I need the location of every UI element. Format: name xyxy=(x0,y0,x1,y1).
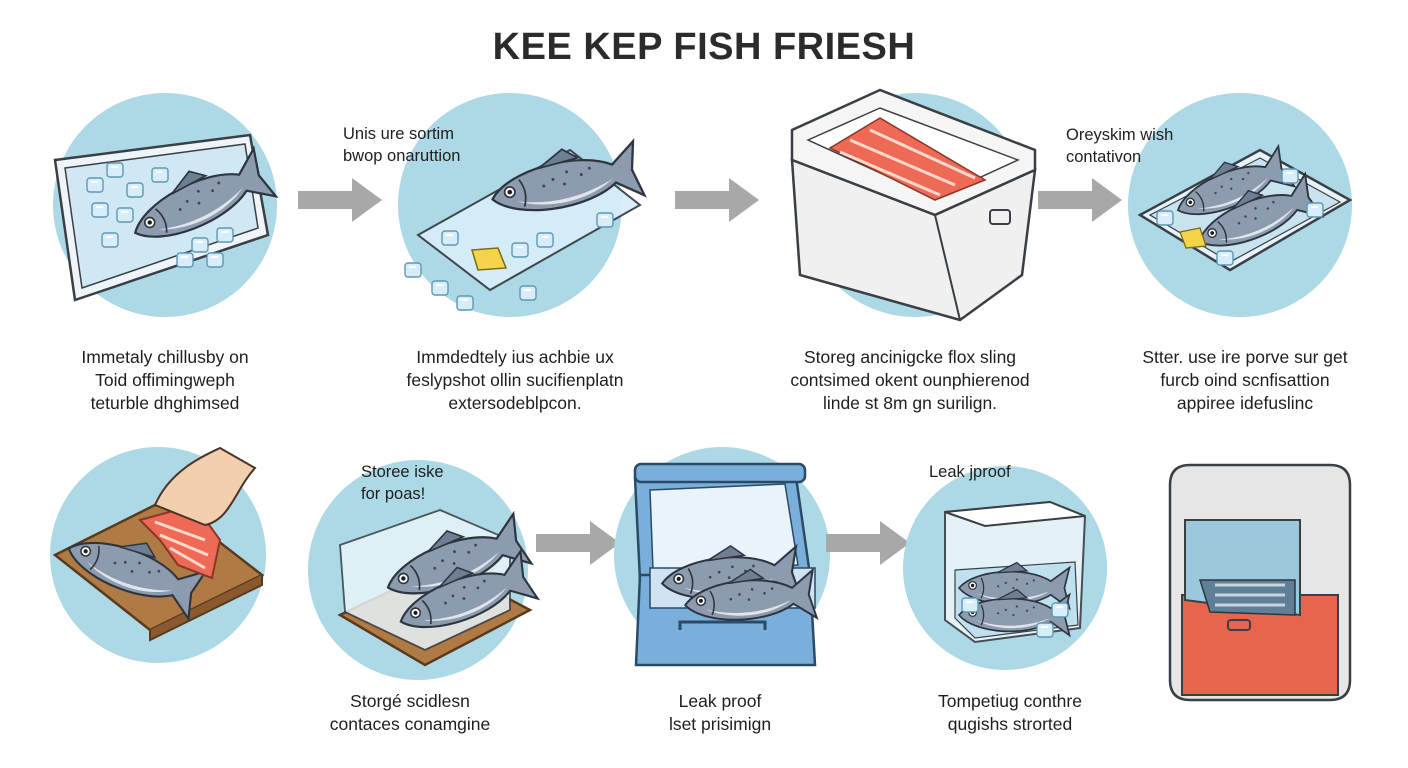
caption-line: Leak proof xyxy=(678,691,762,711)
flow-arrow xyxy=(826,521,910,565)
caption-line: Immetaly chillusby on xyxy=(81,347,249,367)
caption-line: teturble dhghimsed xyxy=(90,393,240,413)
flow-arrow xyxy=(1038,178,1122,222)
label-line: contativon xyxy=(1066,148,1142,166)
step-caption: Leak proof lset prisimign xyxy=(620,690,820,736)
glass-dish-illustration xyxy=(1128,93,1353,317)
step-caption: Storgé scidlesn contaces conamgine xyxy=(310,690,510,736)
caption-line: appiree idefuslinc xyxy=(1176,393,1314,413)
step-caption: Immdedtely ius achbie ux feslypshot olli… xyxy=(375,346,655,415)
step-caption: Stter. use ire porve sur get furcb oind … xyxy=(1100,346,1390,415)
caption-line: contsimed okent ounphierenod xyxy=(790,370,1030,390)
caption-line: qugishs strorted xyxy=(947,714,1073,734)
step-label: Unis ure sortim bwop onaruttion xyxy=(343,123,460,167)
caption-line: Storeg ancinigcke flox sling xyxy=(803,347,1017,367)
caption-line: Stter. use ire porve sur get xyxy=(1142,347,1348,367)
caption-line: contaces conamgine xyxy=(329,714,491,734)
step-caption: Storeg ancinigcke flox sling contsimed o… xyxy=(760,346,1060,415)
filleting-illustration xyxy=(50,446,266,663)
caption-line: linde st 8m gn surilign. xyxy=(822,393,998,413)
step-label: Leak jproof xyxy=(929,461,1011,483)
storage-bin-illustration xyxy=(790,88,1037,322)
ice-tray-illustration xyxy=(53,93,278,317)
step-caption: Tompetiug conthre qugishs strorted xyxy=(910,690,1110,736)
label-line: bwop onaruttion xyxy=(343,147,461,165)
freezer-illustration xyxy=(1168,463,1352,702)
step-label: Storee iske for poas! xyxy=(361,461,444,505)
step-caption: Immetaly chillusby on Toid offimingweph … xyxy=(30,346,300,415)
page-title: KEE KEP FISH FRIESH xyxy=(492,26,916,68)
label-line: Unis ure sortim xyxy=(343,125,454,143)
label-line: Leak jproof xyxy=(929,463,1011,481)
leak-proof-container-illustration xyxy=(903,466,1107,670)
caption-line: Immdedtely ius achbie ux xyxy=(416,347,614,367)
label-line: Storee iske xyxy=(361,463,444,481)
blue-cooler-illustration xyxy=(614,447,830,667)
flow-arrow xyxy=(536,521,620,565)
container-on-board-illustration xyxy=(308,460,539,680)
fish-board-illustration xyxy=(398,93,646,317)
step-label: Oreyskim wish contativon xyxy=(1066,124,1173,168)
label-line: for poas! xyxy=(361,485,426,503)
caption-line: furcb oind scnfisattion xyxy=(1160,370,1330,390)
caption-line: Tompetiug conthre xyxy=(938,691,1082,711)
caption-line: Toid offimingweph xyxy=(95,370,235,390)
caption-line: Storgé scidlesn xyxy=(350,691,470,711)
caption-line: lset prisimign xyxy=(668,714,772,734)
label-line: Oreyskim wish xyxy=(1066,126,1174,144)
flow-arrow xyxy=(675,178,759,222)
flow-arrow xyxy=(298,178,382,222)
caption-line: extersodeblpcon. xyxy=(448,393,582,413)
caption-line: feslypshot ollin sucifienplatn xyxy=(406,370,624,390)
